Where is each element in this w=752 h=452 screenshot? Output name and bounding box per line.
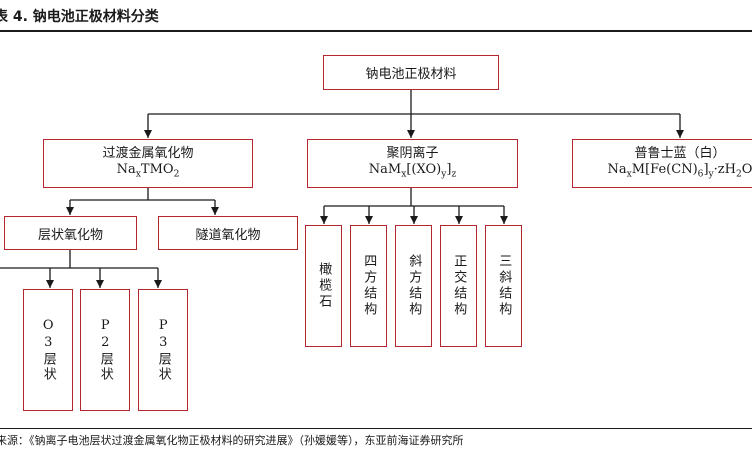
prussian-name: 普鲁士蓝（白） [634, 145, 726, 161]
root-node: 钠电池正极材料 [323, 55, 499, 90]
triclinic-node: 三斜结构 [485, 225, 522, 347]
p3-layered-node: P3层状 [138, 289, 188, 411]
olivine-label: 橄榄石 [316, 262, 332, 310]
prussian-formula: NaxM[Fe(CN)6]y·zH2O [607, 162, 752, 180]
rhombic-node: 斜方结构 [395, 225, 432, 347]
orthorhombic-node: 正交结构 [440, 225, 477, 347]
triclinic-label: 三斜结构 [496, 254, 512, 318]
oxide-formula: NaxTMO2 [116, 162, 180, 180]
p2-layered-node: P2层状 [80, 289, 130, 411]
olivine-node: 橄榄石 [305, 225, 342, 347]
o3-layered-label: O3层状 [40, 318, 56, 382]
orthorhombic-label: 正交结构 [451, 254, 467, 318]
polyanion-formula: NaMx[(XO)y]z [368, 162, 457, 180]
o3-layered-node: O3层状 [23, 289, 73, 411]
oxide-name: 过渡金属氧化物 [102, 145, 194, 161]
tunnel-oxide-node: 隧道氧化物 [158, 216, 298, 250]
bottom-rule [0, 428, 752, 429]
oxide-node: 过渡金属氧化物 NaxTMO2 [43, 139, 253, 188]
prussian-node: 普鲁士蓝（白） NaxM[Fe(CN)6]y·zH2O [572, 139, 752, 188]
polyanion-name: 聚阴离子 [386, 145, 439, 161]
layered-oxide-node: 层状氧化物 [4, 216, 137, 250]
figure-title: 表 4. 钠电池正极材料分类 [0, 9, 159, 25]
polyanion-node: 聚阴离子 NaMx[(XO)y]z [307, 139, 518, 188]
rhombic-label: 斜方结构 [406, 254, 422, 318]
top-rule [0, 30, 752, 32]
p2-layered-label: P2层状 [97, 318, 113, 382]
source-note: 来源：《钠离子电池层状过渡金属氧化物正极材料的研究进展》（孙媛媛等），东亚前海证… [0, 434, 464, 447]
tetragonal-node: 四方结构 [350, 225, 387, 347]
p3-layered-label: P3层状 [155, 318, 171, 382]
tetragonal-label: 四方结构 [361, 254, 377, 318]
